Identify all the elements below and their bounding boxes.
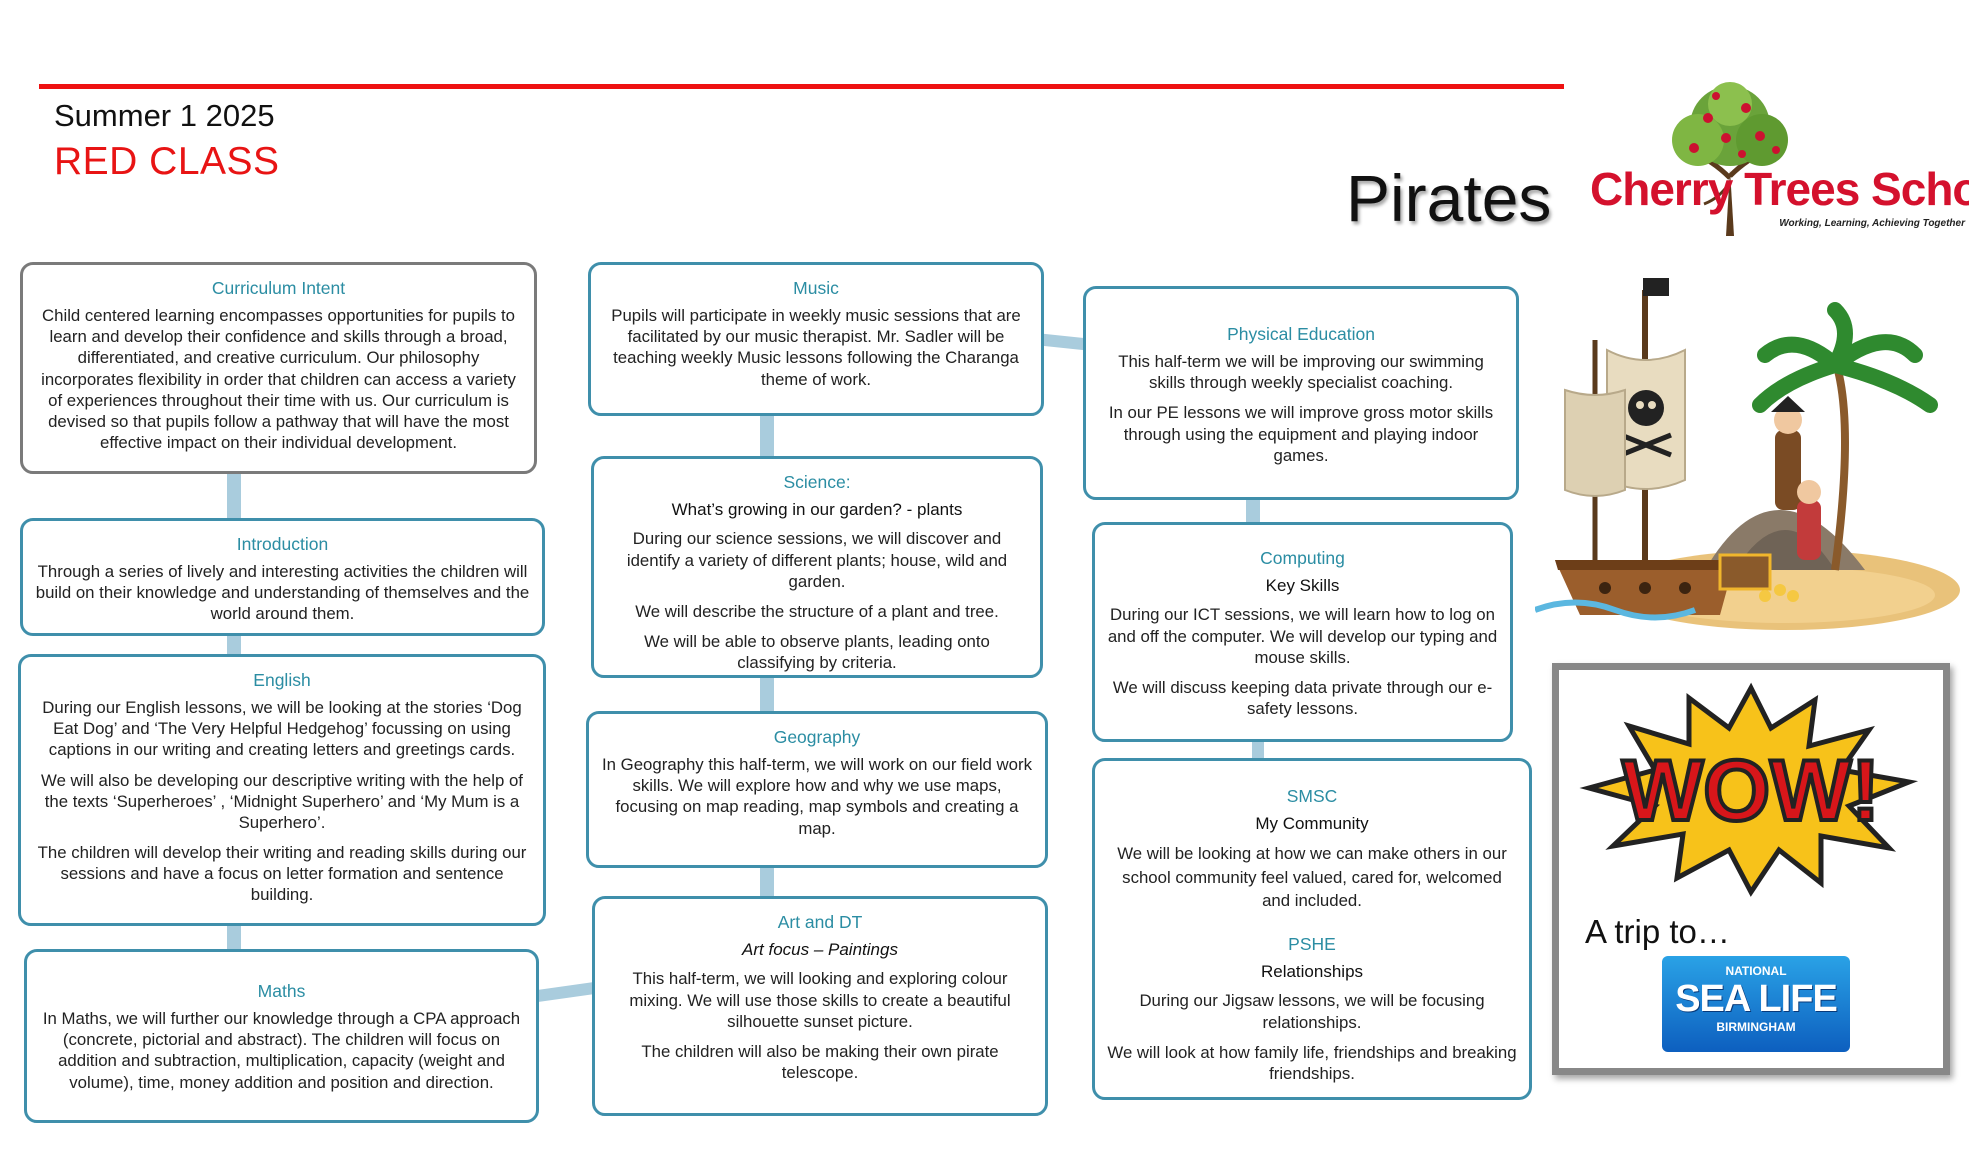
cherry-tree-icon <box>1672 82 1788 236</box>
connector-intro-english <box>227 634 241 654</box>
wow-burst-icon: WOW! <box>1579 682 1919 897</box>
pshe-title: PSHE <box>1288 934 1336 954</box>
geography-title: Geography <box>773 727 861 747</box>
science-box: Science: What’s growing in our garden? -… <box>591 456 1043 678</box>
connector-computing-smsc <box>1252 740 1264 760</box>
sealife-main-text: SEA LIFE <box>1675 978 1838 1020</box>
curriculum-intent-title: Curriculum Intent <box>211 278 346 298</box>
computing-title: Computing <box>1260 548 1345 568</box>
curriculum-intent-body: Child centered learning encompasses oppo… <box>41 306 516 452</box>
pe-paragraph: In our PE lessons we will improve gross … <box>1108 403 1494 465</box>
computing-paragraph: During our ICT sessions, we will learn h… <box>1107 605 1498 667</box>
connector-english-maths <box>227 924 241 949</box>
english-box: English During our English lessons, we w… <box>18 654 546 926</box>
maths-body: In Maths, we will further our knowledge … <box>42 1009 521 1092</box>
pe-paragraph: This half-term we will be improving our … <box>1118 352 1484 393</box>
science-subtitle: What’s growing in our garden? - plants <box>671 500 963 520</box>
header-divider <box>39 84 1564 89</box>
art-dt-paragraph: The children will also be making their o… <box>641 1041 999 1083</box>
wow-burst-text: WOW! <box>1622 743 1880 839</box>
smsc-body: We will be looking at how we can make ot… <box>1117 844 1507 911</box>
science-title: Science: <box>783 472 851 492</box>
computing-box: Computing Key Skills During our ICT sess… <box>1092 522 1513 742</box>
sealife-logo: NATIONAL SEA LIFE BIRMINGHAM <box>1662 956 1850 1052</box>
pshe-paragraph: We will look at how family life, friends… <box>1107 1042 1517 1083</box>
curriculum-intent-box: Curriculum Intent Child centered learnin… <box>20 262 537 474</box>
music-title: Music <box>793 278 839 298</box>
smsc-subtitle: My Community <box>1255 814 1369 834</box>
science-paragraph: We will describe the structure of a plan… <box>635 601 999 621</box>
geography-box: Geography In Geography this half-term, w… <box>586 711 1048 868</box>
pshe-subtitle: Relationships <box>1260 962 1364 982</box>
pe-title: Physical Education <box>1227 324 1375 344</box>
art-dt-title: Art and DT <box>777 912 863 932</box>
art-dt-subtitle: Art focus – Paintings <box>742 940 898 960</box>
english-title: English <box>253 670 311 690</box>
art-dt-box: Art and DT Art focus – Paintings This ha… <box>592 896 1048 1116</box>
pshe-paragraph: During our Jigsaw lessons, we will be fo… <box>1139 991 1485 1032</box>
introduction-body: Through a series of lively and interesti… <box>35 562 530 624</box>
maths-box: Maths In Maths, we will further our know… <box>24 949 539 1123</box>
introduction-box: Introduction Through a series of lively … <box>20 518 545 636</box>
maths-title: Maths <box>257 981 306 1001</box>
science-paragraph: During our science sessions, we will dis… <box>626 529 1008 591</box>
connector-geography-art <box>760 866 774 896</box>
trip-text: A trip to… <box>1585 913 1730 950</box>
connector-music-pe <box>1039 333 1089 351</box>
topic-title: Pirates <box>1346 161 1552 235</box>
computing-paragraph: We will discuss keeping data private thr… <box>1112 677 1493 719</box>
pe-box: Physical Education This half-term we wil… <box>1083 286 1519 500</box>
connector-maths-art <box>535 981 597 1003</box>
connector-pe-computing <box>1246 498 1260 522</box>
geography-body: In Geography this half-term, we will wor… <box>602 755 1032 838</box>
science-paragraph: We will be able to observe plants, leadi… <box>644 632 990 673</box>
smsc-title: SMSC <box>1286 786 1338 806</box>
connector-intent-intro <box>227 472 241 518</box>
connector-music-science <box>760 414 774 456</box>
english-paragraph: During our English lessons, we will be l… <box>42 698 522 760</box>
music-box: Music Pupils will participate in weekly … <box>588 262 1044 416</box>
english-paragraph: We will also be developing our descripti… <box>41 770 523 832</box>
smsc-pshe-box: SMSC My Community We will be looking at … <box>1092 758 1532 1100</box>
term-label: Summer 1 2025 <box>54 98 275 133</box>
pirate-ship-illustration <box>1535 278 1960 630</box>
logo-name: Cherry Trees School <box>1590 163 1969 215</box>
english-paragraph: The children will develop their writing … <box>37 842 527 905</box>
computing-subtitle: Key Skills <box>1265 576 1340 596</box>
sealife-top-text: NATIONAL <box>1725 964 1787 978</box>
class-name: RED CLASS <box>54 140 280 183</box>
introduction-title: Introduction <box>236 534 329 554</box>
wow-trip-box: WOW! A trip to… NATIONAL SEA LIFE BIRMIN… <box>1552 663 1950 1075</box>
connector-science-geography <box>760 677 774 711</box>
music-body: Pupils will participate in weekly music … <box>611 306 1021 389</box>
school-logo: Cherry Trees School Working, Learning, A… <box>1588 78 1969 238</box>
sealife-bottom-text: BIRMINGHAM <box>1716 1020 1796 1034</box>
logo-tagline: Working, Learning, Achieving Together <box>1779 218 1965 229</box>
art-dt-paragraph: This half-term, we will looking and expl… <box>629 969 1011 1031</box>
